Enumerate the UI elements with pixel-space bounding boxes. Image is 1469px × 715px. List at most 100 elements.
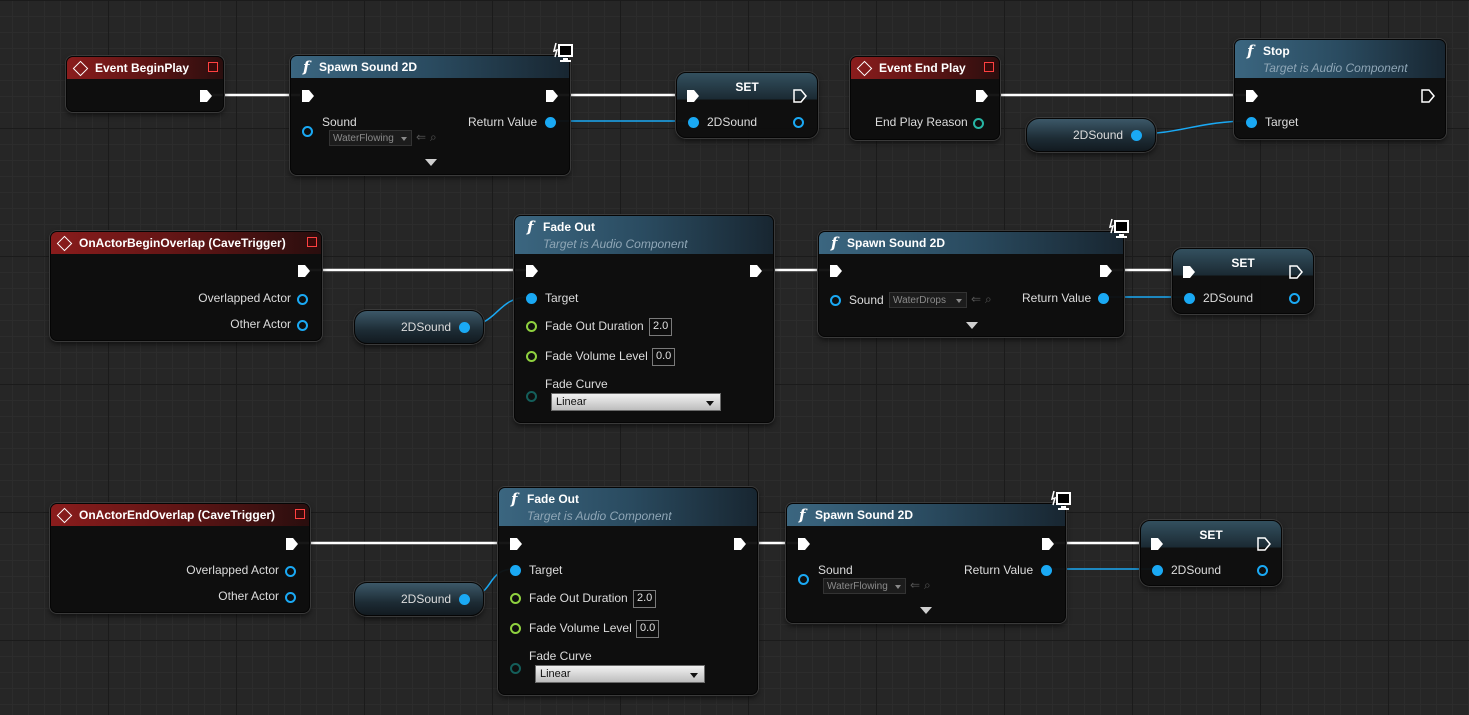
variable-input-pin[interactable] [688, 117, 699, 128]
sound-asset-dropdown[interactable]: WaterFlowing [329, 130, 412, 146]
fade-volume-level-input[interactable]: 0.0 [652, 348, 676, 366]
fade-curve-pin[interactable] [510, 663, 521, 674]
exec-out-pin[interactable] [1289, 265, 1303, 279]
fade-out-duration-pin[interactable] [526, 321, 537, 332]
exec-in-pin[interactable] [1245, 89, 1259, 103]
exec-out-pin[interactable] [1421, 89, 1435, 103]
set-variable-node[interactable]: SET 2DSound [1172, 248, 1314, 314]
use-selected-arrow-icon[interactable]: ⇐ [971, 292, 982, 306]
variable-input-pin[interactable] [1152, 565, 1163, 576]
fade-curve-dropdown[interactable]: Linear [535, 665, 705, 683]
browse-search-icon[interactable]: ⌕ [985, 292, 992, 306]
browse-search-icon[interactable]: ⌕ [430, 130, 437, 144]
node-header: f Fade Out Target is Audio Component [515, 216, 773, 254]
variable-input-pin[interactable] [1184, 293, 1195, 304]
fade-curve-dropdown[interactable]: Linear [551, 393, 721, 411]
stop-node[interactable]: f Stop Target is Audio Component Target [1234, 39, 1446, 139]
set-variable-node[interactable]: SET 2DSound [676, 72, 818, 138]
set-variable-node[interactable]: SET 2DSound [1140, 520, 1282, 586]
expand-advanced-icon[interactable] [920, 607, 932, 614]
sound-input-pin[interactable] [302, 126, 313, 137]
event-end-play-node[interactable]: Event End Play End Play Reason [850, 56, 1000, 140]
exec-out-pin[interactable] [545, 89, 559, 103]
exec-out-pin[interactable] [285, 537, 299, 551]
event-beginplay-node[interactable]: Event BeginPlay [66, 56, 224, 112]
variable-output-pin[interactable] [459, 322, 470, 333]
target-label: Target [1265, 115, 1299, 129]
variable-get-node[interactable]: 2DSound [354, 582, 484, 616]
expand-advanced-icon[interactable] [425, 159, 437, 166]
target-input-pin[interactable] [1246, 117, 1257, 128]
variable-get-node[interactable]: 2DSound [354, 310, 484, 344]
fade-out-duration-pin[interactable] [510, 593, 521, 604]
sound-asset-value: WaterFlowing [827, 581, 888, 592]
exec-out-pin[interactable] [793, 89, 807, 103]
exec-out-pin[interactable] [199, 89, 213, 103]
return-value-pin[interactable] [1041, 565, 1052, 576]
exec-out-pin[interactable] [975, 89, 989, 103]
exec-in-pin[interactable] [525, 264, 539, 278]
spawn-sound-2d-node[interactable]: f Spawn Sound 2D Sound WaterFlowing ⇐ ⌕ … [290, 42, 573, 175]
exec-in-pin[interactable] [1182, 265, 1196, 279]
sound-asset-dropdown[interactable]: WaterDrops [889, 292, 967, 308]
exec-out-pin[interactable] [1041, 537, 1055, 551]
exec-out-pin[interactable] [733, 537, 747, 551]
event-stop-icon [295, 509, 305, 519]
fade-out-duration-input[interactable]: 2.0 [633, 590, 657, 608]
fade-curve-value: Linear [540, 668, 571, 680]
variable-label: 2DSound [1073, 128, 1124, 142]
exec-in-pin[interactable] [829, 264, 843, 278]
sound-asset-value: WaterFlowing [333, 133, 394, 144]
on-actor-end-overlap-node[interactable]: OnActorEndOverlap (CaveTrigger) Overlapp… [50, 503, 310, 613]
variable-output-pin[interactable] [459, 594, 470, 605]
use-selected-arrow-icon[interactable]: ⇐ [910, 578, 921, 592]
other-actor-pin[interactable] [297, 320, 308, 331]
exec-in-pin[interactable] [509, 537, 523, 551]
spawn-sound-2d-node[interactable]: f Spawn Sound 2D Sound WaterFlowing ⇐ ⌕ … [786, 490, 1071, 623]
fade-out-node[interactable]: f Fade Out Target is Audio Component Tar… [498, 487, 758, 695]
target-input-pin[interactable] [510, 565, 521, 576]
fade-curve-label: Fade Curve [545, 377, 608, 391]
expand-advanced-icon[interactable] [966, 322, 978, 329]
target-input-pin[interactable] [526, 293, 537, 304]
overlapped-actor-pin[interactable] [297, 294, 308, 305]
exec-out-pin[interactable] [297, 264, 311, 278]
variable-output-pin[interactable] [1131, 130, 1142, 141]
variable-output-pin[interactable] [793, 117, 804, 128]
node-header: f Spawn Sound 2D [819, 232, 1123, 254]
node-header: f Stop Target is Audio Component [1235, 40, 1445, 78]
return-value-pin[interactable] [1098, 293, 1109, 304]
node-title: SET [1231, 256, 1255, 270]
variable-output-pin[interactable] [1257, 565, 1268, 576]
other-actor-pin[interactable] [285, 592, 296, 603]
sound-input-pin[interactable] [830, 295, 841, 306]
browse-search-icon[interactable]: ⌕ [924, 578, 931, 592]
exec-in-pin[interactable] [686, 89, 700, 103]
exec-in-pin[interactable] [301, 89, 315, 103]
exec-out-pin[interactable] [1257, 537, 1271, 551]
sound-asset-dropdown[interactable]: WaterFlowing [823, 578, 906, 594]
exec-in-pin[interactable] [1150, 537, 1164, 551]
variable-output-pin[interactable] [1289, 293, 1300, 304]
exec-in-pin[interactable] [797, 537, 811, 551]
fade-curve-pin[interactable] [526, 391, 537, 402]
fade-volume-level-pin[interactable] [526, 351, 537, 362]
exec-out-pin[interactable] [1099, 264, 1113, 278]
end-play-reason-label: End Play Reason [875, 115, 968, 129]
exec-out-pin[interactable] [749, 264, 763, 278]
fade-out-node[interactable]: f Fade Out Target is Audio Component Tar… [514, 215, 774, 423]
use-selected-arrow-icon[interactable]: ⇐ [416, 130, 427, 144]
fade-volume-level-pin[interactable] [510, 623, 521, 634]
spawn-sound-2d-node[interactable]: f Spawn Sound 2D Sound WaterDrops ⇐ ⌕ Re… [818, 218, 1129, 337]
variable-get-node[interactable]: 2DSound [1026, 118, 1156, 152]
return-value-pin[interactable] [545, 117, 556, 128]
node-title: Spawn Sound 2D [847, 236, 946, 250]
overlapped-actor-pin[interactable] [285, 566, 296, 577]
variable-label: 2DSound [401, 320, 452, 334]
other-actor-label: Other Actor [230, 317, 291, 331]
end-play-reason-pin[interactable] [973, 118, 984, 129]
fade-out-duration-input[interactable]: 2.0 [649, 318, 673, 336]
on-actor-begin-overlap-node[interactable]: OnActorBeginOverlap (CaveTrigger) Overla… [50, 231, 322, 341]
fade-volume-level-input[interactable]: 0.0 [636, 620, 660, 638]
sound-input-pin[interactable] [798, 574, 809, 585]
